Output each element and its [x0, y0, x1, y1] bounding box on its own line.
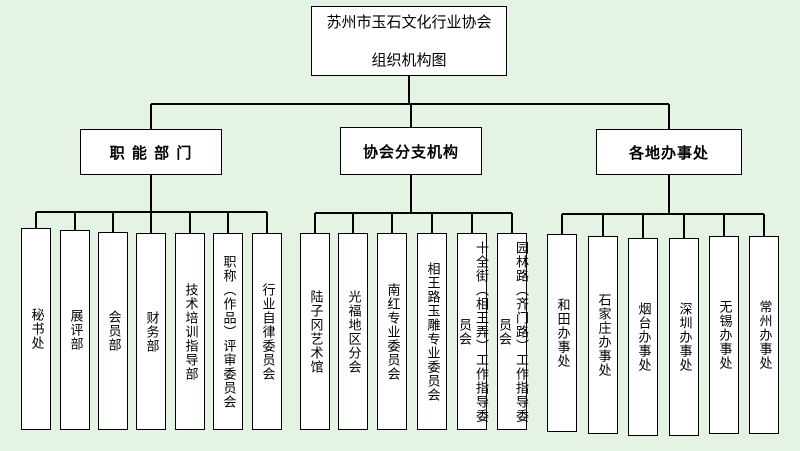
leaf-box: 行业自律委员会	[252, 233, 282, 430]
leaf-box: 技术培训指导部	[175, 233, 205, 430]
leaf-box: 南红专业委员会	[377, 233, 407, 430]
leaf-box: 园林路（齐门路）工作指导委员会	[496, 233, 528, 430]
leaf-label: 职称（作品）评审委员会	[220, 254, 236, 409]
leaf-box: 相王路玉雕专业委员会	[417, 233, 447, 430]
title-line-2: 组织机构图	[371, 51, 447, 69]
leaf-box: 秘书处	[21, 228, 51, 430]
leaf-box: 无锡办事处	[709, 236, 739, 434]
leaf-box: 石家庄办事处	[588, 236, 618, 434]
leaf-box: 深圳办事处	[669, 238, 699, 436]
leaf-label: 相王路玉雕专业委员会	[424, 261, 440, 402]
leaf-label: 行业自律委员会	[259, 282, 275, 381]
leaf-label: 技术培训指导部	[182, 282, 198, 381]
leaf-label: 财务部	[143, 310, 159, 353]
leaf-box: 烟台办事处	[628, 238, 658, 436]
chart-title-box: 苏州市玉石文化行业协会 组织机构图	[311, 6, 507, 76]
leaf-box: 陆子冈艺术馆	[300, 233, 330, 430]
leaf-box: 财务部	[136, 233, 166, 430]
leaf-label: 会员部	[105, 310, 121, 352]
leaf-box: 展评部	[60, 230, 90, 430]
title-line-1: 苏州市玉石文化行业协会	[326, 13, 492, 31]
category-functional-departments: 职 能 部 门	[80, 129, 222, 175]
leaf-label: 和田办事处	[554, 298, 570, 368]
leaf-label: 园林路（齐门路）工作指导委员会	[496, 240, 528, 423]
leaf-box: 常州办事处	[749, 236, 779, 434]
leaf-label: 光福地区分会	[345, 289, 361, 374]
category-label: 协会分支机构	[362, 142, 459, 161]
leaf-label: 烟台办事处	[635, 302, 651, 372]
leaf-label: 展评部	[67, 309, 83, 351]
leaf-box: 光福地区分会	[338, 233, 368, 430]
leaf-label: 常州办事处	[756, 300, 772, 370]
leaf-label: 秘书处	[28, 308, 44, 350]
leaf-label: 深圳办事处	[676, 302, 692, 372]
leaf-label: 无锡办事处	[716, 300, 732, 370]
leaf-label: 陆子冈艺术馆	[307, 289, 323, 374]
leaf-box: 职称（作品）评审委员会	[213, 233, 243, 430]
leaf-label: 十全街（相王弄）工作指导委员会	[456, 240, 488, 423]
leaf-box: 十全街（相王弄）工作指导委员会	[456, 233, 488, 430]
leaf-label: 石家庄办事处	[595, 293, 611, 377]
category-regional-offices: 各地办事处	[596, 129, 742, 175]
category-branch-organizations: 协会分支机构	[340, 127, 482, 175]
category-label: 各地办事处	[628, 143, 709, 162]
leaf-box: 和田办事处	[547, 234, 577, 432]
category-label: 职 能 部 门	[109, 143, 193, 162]
leaf-box: 会员部	[98, 232, 128, 430]
leaf-label: 南红专业委员会	[384, 282, 400, 381]
